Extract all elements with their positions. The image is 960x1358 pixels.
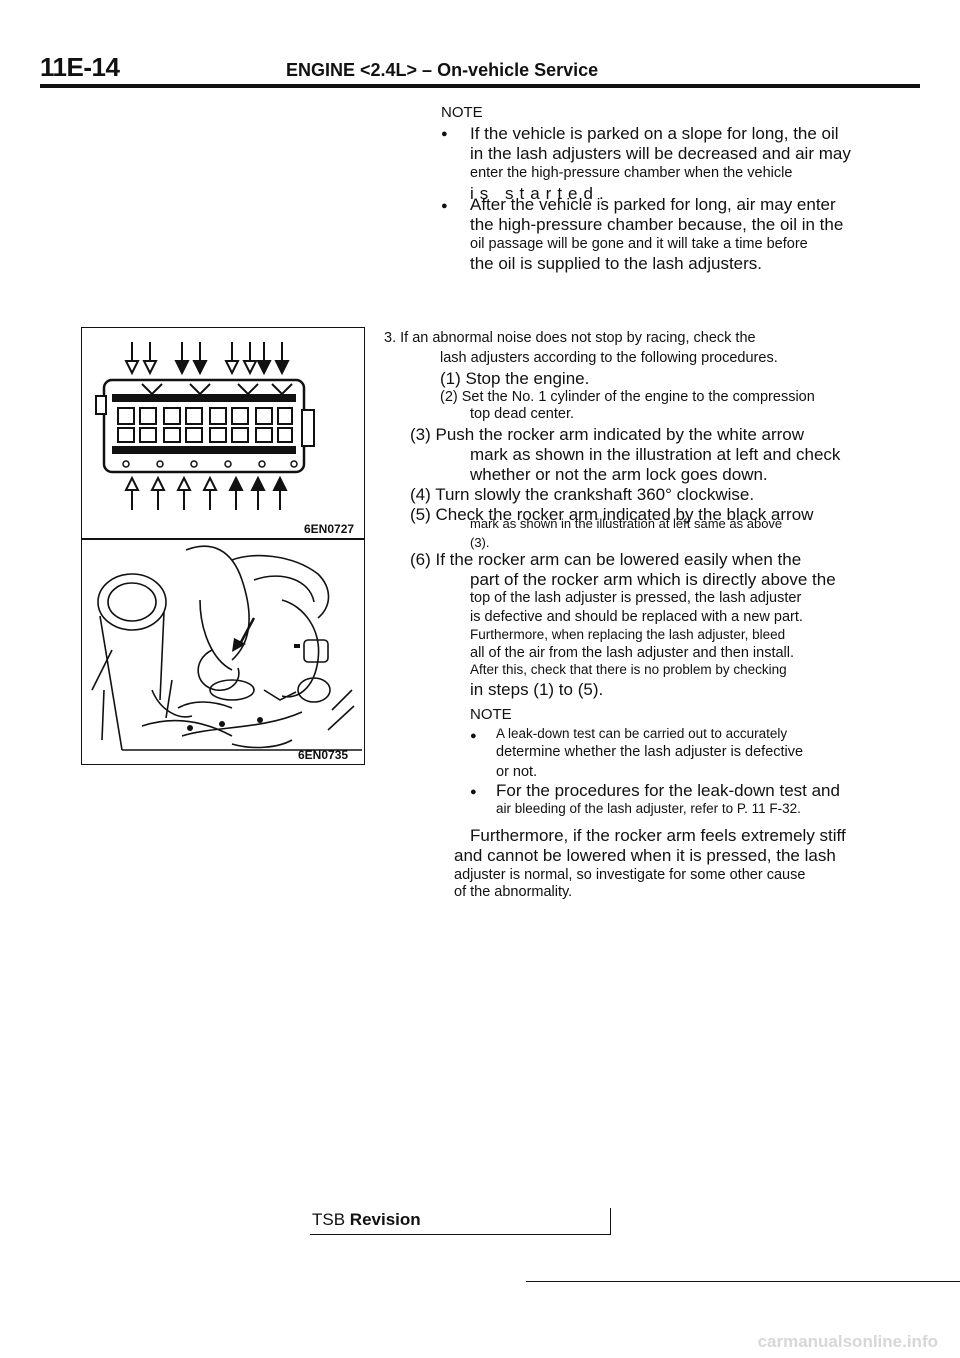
bullet-icon: ● (441, 128, 448, 140)
note-line: air bleeding of the lash adjuster, refer… (496, 801, 801, 816)
black-arrow-icon (250, 475, 266, 510)
step-line: part of the rocker arm which is directly… (470, 570, 836, 589)
note-line: determine whether the lash adjuster is d… (496, 744, 804, 760)
step-line: (3). (470, 535, 490, 550)
figure-label-top: 6EN0727 (304, 522, 355, 536)
note-label: NOTE (470, 706, 512, 723)
note-line: the oil is supplied to the lash adjuster… (470, 254, 763, 273)
closing-line: and cannot be lowered when it is pressed… (454, 846, 836, 865)
white-arrow-icon (124, 475, 140, 510)
revision-text: Revision (349, 1210, 421, 1229)
black-arrow-icon (272, 475, 288, 510)
note-line: A leak-down test can be carried out to a… (496, 726, 788, 741)
step-line: (6) If the rocker arm can be lowered eas… (410, 550, 802, 569)
note-label: NOTE (441, 104, 483, 121)
step-line: in steps (1) to (5). (470, 680, 604, 699)
figure-frame (81, 327, 365, 765)
note-line: or not. (496, 764, 538, 780)
note-line: After the vehicle is parked for long, ai… (470, 195, 836, 214)
note-line: For the procedures for the leak-down tes… (496, 781, 840, 800)
page-title: ENGINE <2.4L> – On-vehicle Service (286, 60, 599, 80)
section-code: 11E-14 (40, 52, 120, 82)
rocker-arm-layout-diagram (95, 342, 315, 510)
bullet-icon: ● (470, 786, 477, 798)
step-line: lash adjusters according to the followin… (440, 350, 778, 366)
step-line: is defective and should be replaced with… (470, 609, 803, 625)
tsb-revision-label: TSB Revision (312, 1210, 421, 1230)
closing-line: of the abnormality. (454, 884, 573, 900)
step-line: Furthermore, when replacing the lash adj… (470, 627, 786, 642)
white-arrow-icon (242, 342, 258, 376)
rocker-arm-push-illustration (91, 545, 362, 751)
step-line: all of the air from the lash adjuster an… (470, 645, 795, 661)
step-line: whether or not the arm lock goes down. (470, 465, 768, 484)
black-arrow-icon (256, 342, 272, 376)
note-line: the high-pressure chamber because, the o… (470, 215, 844, 234)
note-line: If the vehicle is parked on a slope for … (470, 124, 839, 143)
white-arrow-icon (150, 475, 166, 510)
note-line: enter the high-pressure chamber when the… (470, 165, 793, 181)
black-arrow-icon (274, 342, 290, 376)
watermark: carmanualsonline.info (757, 1332, 938, 1351)
black-arrow-icon (174, 342, 190, 376)
bullet-icon: ● (470, 730, 477, 742)
black-arrow-icon (192, 342, 208, 376)
tsb-box (310, 1208, 611, 1235)
white-arrow-icon (142, 342, 158, 376)
step-line: (2) Set the No. 1 cylinder of the engine… (440, 389, 815, 405)
closing-line: adjuster is normal, so investigate for s… (454, 867, 806, 883)
white-arrow-icon (202, 475, 218, 510)
step-line: top of the lash adjuster is pressed, the… (470, 590, 802, 606)
step-line: (1) Stop the engine. (440, 369, 590, 388)
step-line: mark as shown in the illustration at lef… (470, 516, 783, 531)
black-arrow-icon (232, 617, 256, 652)
step-line: top dead center. (470, 406, 574, 422)
figure-divider (81, 538, 365, 540)
note-line: oil passage will be gone and it will tak… (470, 236, 808, 252)
white-arrow-icon (124, 342, 140, 376)
tsb-prefix: TSB (312, 1210, 346, 1229)
figure-label-bottom: 6EN0735 (298, 748, 349, 762)
step-line: (5) Check the rocker arm indicated by th… (410, 505, 814, 524)
step-line: (4) Turn slowly the crankshaft 360° cloc… (410, 485, 755, 504)
closing-line: Furthermore, if the rocker arm feels ext… (470, 826, 846, 845)
step-line: (3) Push the rocker arm indicated by the… (410, 425, 805, 444)
white-arrow-icon (176, 475, 192, 510)
footer-rule (526, 1281, 960, 1282)
step-line: mark as shown in the illustration at lef… (470, 445, 841, 464)
black-arrow-icon (228, 475, 244, 510)
note-line: is started. (470, 184, 610, 203)
note-line: in the lash adjusters will be decreased … (470, 144, 851, 163)
white-arrow-icon (224, 342, 240, 376)
bullet-icon: ● (441, 200, 448, 212)
header-rule (40, 84, 920, 88)
step-line: After this, check that there is no probl… (470, 662, 787, 677)
step-line: 3. If an abnormal noise does not stop by… (384, 330, 756, 346)
